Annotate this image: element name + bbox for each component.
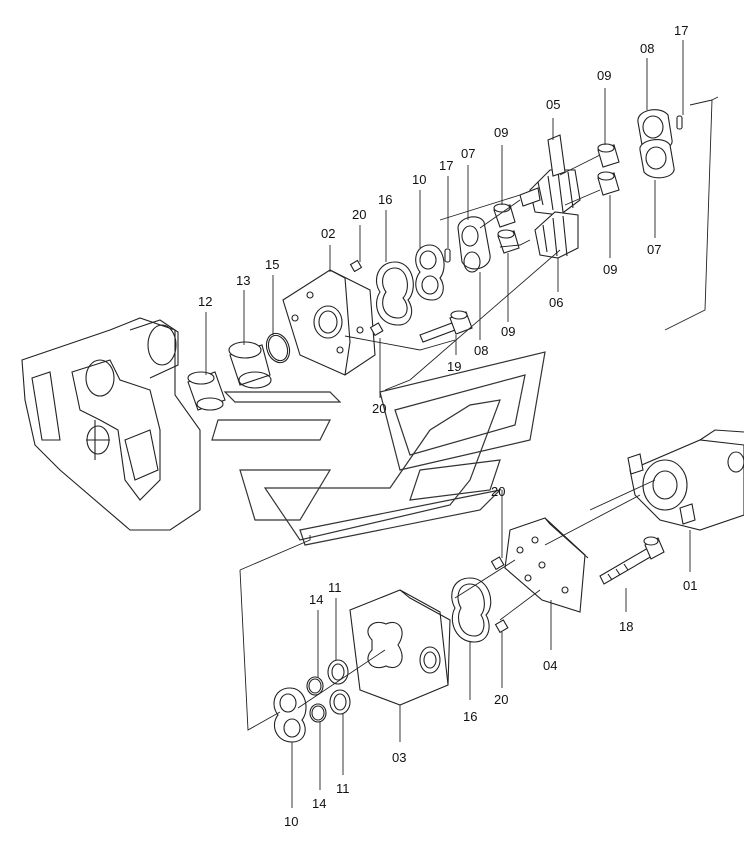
label-03: 03 [392,750,406,765]
label-17-upper-right: 17 [674,23,688,38]
label-13: 13 [236,273,250,288]
part-07-bearing-block-middle [457,216,491,273]
pump-housing [21,317,201,531]
part-20-dowel-lower-upper [490,556,505,571]
part-06-driven-gear [534,211,579,259]
part-11-seal-ring-lower [329,689,351,715]
part-17-pin-right [676,115,683,130]
label-09-upper-right: 09 [597,68,611,83]
part-labels: 17 08 09 05 09 07 17 10 16 20 02 15 13 1… [198,23,697,829]
part-10-seal-upper [415,244,445,301]
part-12-bushing [187,371,226,411]
label-05: 05 [546,97,560,112]
part-16-gasket-upper [376,261,414,326]
label-09-right-lower: 09 [603,262,617,277]
part-18-long-bolt [599,536,665,585]
label-08-middle: 08 [474,343,488,358]
label-14-upper: 14 [309,592,323,607]
part-13-bushing [228,341,272,389]
part-03-gear-housing [349,589,451,706]
part-20-dowel-upper [349,259,384,337]
part-14-o-ring-upper [306,676,324,696]
part-17-pin-middle [444,248,451,263]
part-02-front-cover [282,269,376,376]
label-20-lower-lower: 20 [494,692,508,707]
label-09-upper-middle: 09 [494,125,508,140]
part-09-bushing-right-upper [597,143,620,168]
label-04: 04 [543,658,557,673]
label-16-lower: 16 [463,709,477,724]
label-08-upper-right: 08 [640,41,654,56]
part-09-bushing-mid-lower [497,229,520,254]
part-01-pump-body [627,429,744,531]
part-16-gasket-lower [451,577,492,643]
label-14-lower: 14 [312,796,326,811]
part-20-dowel-lower-lower [494,619,509,634]
part-15-o-ring [265,332,291,364]
part-05-drive-gear [519,134,581,216]
label-12: 12 [198,294,212,309]
label-09-middle-lower: 09 [501,324,515,339]
part-14-o-ring-lower [309,703,327,723]
part-11-seal-ring-upper [327,659,349,685]
label-02: 02 [321,226,335,241]
label-01: 01 [683,578,697,593]
label-10-lower: 10 [284,814,298,829]
label-11-upper: 11 [328,580,342,595]
part-04-rear-plate [504,517,589,613]
label-19: 19 [447,359,461,374]
label-15: 15 [265,257,279,272]
part-07-bearing-block-right [639,139,675,179]
label-20-upper: 20 [352,207,366,222]
label-20-lower-upper: 20 [491,484,505,499]
label-06: 06 [549,295,563,310]
watermark-logo [211,351,546,546]
label-20-middle: 20 [372,401,386,416]
label-07-upper-middle: 07 [461,146,475,161]
part-19-bolt [419,310,473,343]
label-10-upper: 10 [412,172,426,187]
part-10-seal-lower [273,687,307,743]
label-18: 18 [619,619,633,634]
part-09-bushing-right-lower [597,171,620,196]
leader-lines [205,40,719,808]
label-07-right: 07 [647,242,661,257]
label-16-upper: 16 [378,192,392,207]
label-17-middle: 17 [439,158,453,173]
label-11-lower: 11 [336,781,350,796]
